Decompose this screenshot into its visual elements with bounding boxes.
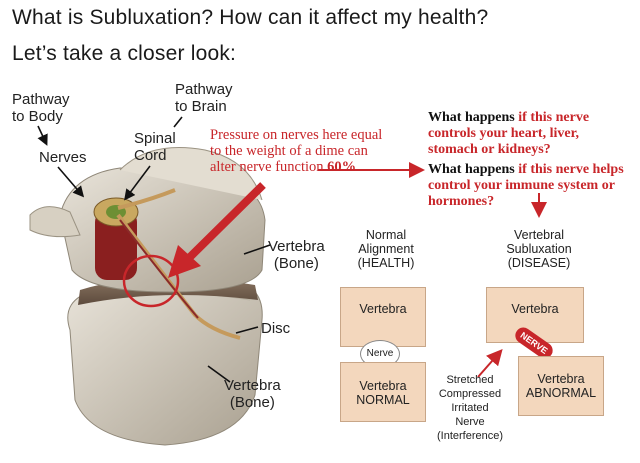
normal-bottom-vertebra: Vertebra NORMAL (340, 362, 426, 422)
label-disc: Disc (261, 320, 291, 337)
pressure-note: Pressure on nerves here equal to the wei… (210, 127, 383, 175)
page-title: What is Subluxation? How can it affect m… (12, 6, 489, 29)
pressure-arrow-head (168, 245, 201, 278)
page-subtitle: Let’s take a closer look: (12, 42, 237, 65)
label-nerves: Nerves (39, 149, 87, 166)
normal-top-vertebra: Vertebra (340, 287, 426, 347)
spinal-cord-illustration (93, 197, 139, 280)
question-immune: What happens if this nerve helps control… (428, 162, 624, 209)
pressure-value: 60% (327, 159, 357, 175)
arrow-to-nerve (477, 348, 503, 378)
nerve-illustration (117, 188, 176, 210)
nerve-caption: Stretched Compressed Irritated Nerve (In… (436, 374, 504, 442)
label-vertebra-bottom: Vertebra(Bone) (224, 377, 281, 411)
subluxation-bottom-vertebra: Vertebra ABNORMAL (518, 356, 604, 416)
vertebra-lower-illustration (67, 279, 263, 446)
pressure-arrow-shaft (187, 182, 266, 260)
label-vertebra-top: Vertebra(Bone) (268, 238, 325, 272)
question-organs: What happens if this nerve controls your… (428, 110, 590, 157)
pressure-circle (122, 254, 180, 308)
